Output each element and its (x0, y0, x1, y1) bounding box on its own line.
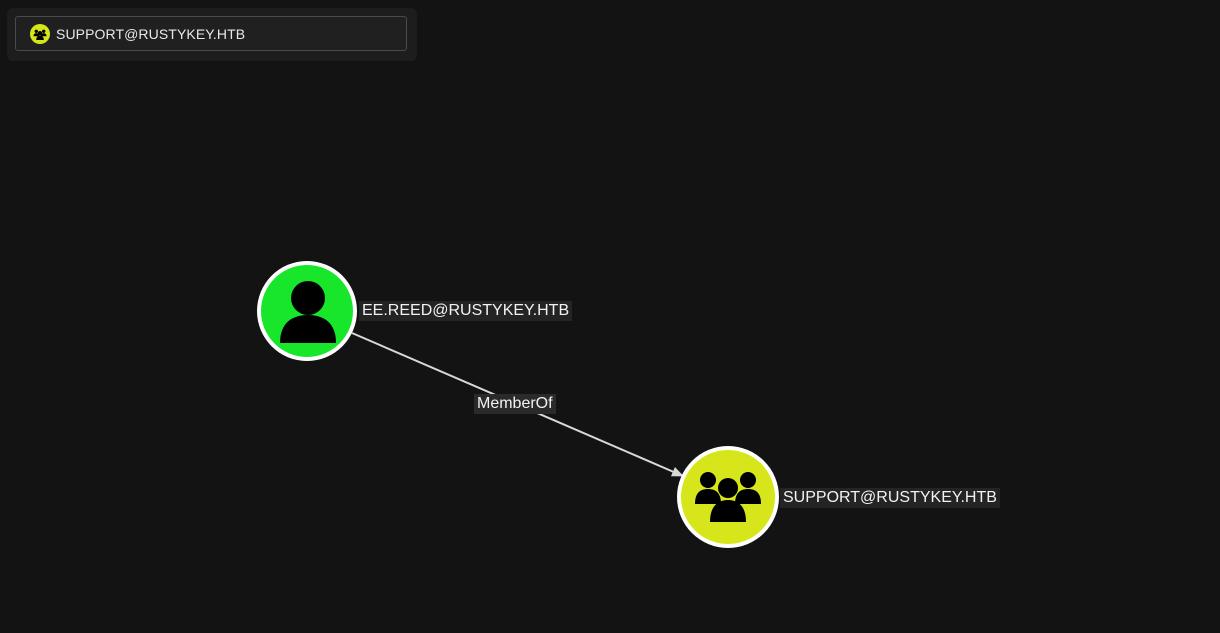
edge-label-memberof: MemberOf (474, 394, 556, 414)
group-icon (30, 23, 50, 44)
node-user[interactable] (257, 261, 357, 361)
node-label-user: EE.REED@RUSTYKEY.HTB (359, 301, 573, 321)
search-input[interactable]: SUPPORT@RUSTYKEY.HTB (15, 16, 407, 51)
search-value: SUPPORT@RUSTYKEY.HTB (56, 25, 246, 42)
node-group[interactable] (677, 446, 779, 548)
node-label-group: SUPPORT@RUSTYKEY.HTB (780, 488, 1000, 508)
search-panel: SUPPORT@RUSTYKEY.HTB (7, 8, 417, 61)
group-icon (695, 472, 761, 522)
user-icon (280, 281, 336, 343)
